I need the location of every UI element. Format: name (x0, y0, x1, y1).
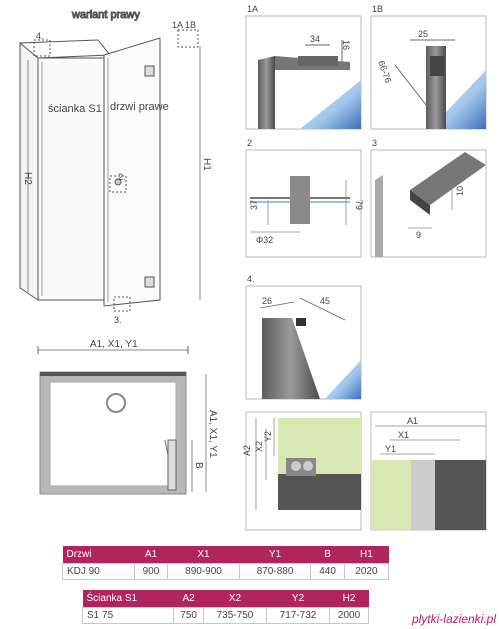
install-right-a1: A1 (407, 416, 418, 426)
panel-s1 (37, 57, 105, 301)
doors-col-header: A1 (134, 546, 168, 564)
detail-2-label: 2 (247, 138, 252, 148)
panel-col-header: Ścianka S1 (82, 590, 174, 608)
table-row: KDJ 90 900 890-900 870-880 440 2020 (62, 563, 390, 580)
detail-box-3 (113, 296, 131, 312)
doors-cell: 870-880 (238, 563, 312, 580)
variant-title: wariant prawy (71, 9, 140, 21)
profile-1a (258, 56, 275, 129)
detail-4-label: 4. (247, 274, 255, 284)
detail-1b-width: 25 (418, 29, 428, 39)
h1-label: H1 (201, 158, 212, 171)
top-view (37, 346, 207, 495)
detail-1b-label: 1B (372, 4, 383, 14)
detail-3 (370, 149, 487, 258)
doors-cell: 2020 (343, 563, 390, 580)
panel-label: ścianka S1 (48, 103, 102, 115)
profile-4 (262, 318, 320, 399)
hinge-top (144, 65, 155, 77)
h2-label: H2 (22, 172, 33, 185)
mark-4: 4. (36, 31, 44, 41)
doors-col-header: Drzwi (62, 546, 135, 564)
panel-cell: S1 75 (81, 607, 175, 624)
door-top-view (167, 439, 177, 491)
detail-4 (245, 285, 362, 400)
detail-2-dim-phi: Φ32 (256, 235, 273, 245)
panel-col-header: H2 (329, 590, 369, 608)
install-left-y2: Y2 (263, 431, 273, 442)
detail-4-dim-26: 26 (262, 296, 272, 306)
b-dim-label: B (193, 462, 204, 469)
mark-2: 2. (118, 172, 126, 182)
doors-col-header: B (310, 546, 345, 564)
detail-1b (370, 15, 487, 130)
watermark: plytki-lazienki.pl (411, 612, 496, 626)
door-label: drzwi prawe (110, 101, 169, 113)
panel-table: Ścianka S1 A2 X2 Y2 H2 S1 75 750 735-750… (81, 590, 369, 624)
panel-cell: 2000 (329, 607, 369, 624)
doors-col-header: X1 (167, 546, 240, 564)
doors-cell: 890-900 (167, 563, 240, 580)
main-view: wariant prawy (19, 9, 201, 312)
seal-profile (410, 152, 486, 205)
drain (106, 393, 126, 413)
side-dim-label: A1, X1, Y1 (207, 410, 218, 458)
doors-table: Drzwi A1 X1 Y1 B H1 KDJ 90 900 890-900 8… (62, 546, 390, 580)
panel-cell: 735-750 (202, 607, 267, 624)
doors-cell: 900 (133, 563, 169, 580)
install-right (370, 411, 487, 531)
detail-1a-label: 1A (247, 4, 258, 14)
handle (114, 178, 122, 186)
detail-1a-width: 34 (310, 34, 320, 44)
handle-knob (290, 176, 310, 224)
top-dim-label: A1, X1, Y1 (90, 339, 138, 350)
detail-1a-height: 16 (341, 40, 351, 50)
doors-cell: KDJ 90 (62, 563, 135, 580)
panel-cell: 750 (173, 607, 204, 624)
panel-cell: 717-732 (265, 607, 331, 624)
detail-2-dim-79: 79 (354, 200, 364, 210)
panel-table-header: Ścianka S1 A2 X2 Y2 H2 (82, 590, 369, 608)
mark-1a-1b: 1A 1B (172, 20, 196, 30)
doors-col-header: Y1 (239, 546, 311, 564)
detail-2 (245, 149, 362, 258)
door-leaf (103, 37, 161, 307)
panel-col-header: A2 (173, 590, 204, 608)
install-left-a2: A2 (242, 445, 252, 456)
detail-box-4 (33, 39, 51, 57)
doors-cell: 440 (310, 563, 345, 580)
detail-3-label: 3 (372, 138, 377, 148)
table-row: S1 75 750 735-750 717-732 2000 (81, 607, 369, 624)
doors-col-header: H1 (344, 546, 389, 564)
install-left-x2: X2 (254, 441, 264, 452)
doors-table-header: Drzwi A1 X1 Y1 B H1 (62, 546, 389, 564)
detail-3-dim-10: 10 (455, 186, 465, 196)
detail-3-dim-9: 9 (416, 230, 421, 240)
panel-col-header: Y2 (266, 590, 330, 608)
install-right-x1: X1 (398, 430, 409, 440)
mark-3: 3. (114, 315, 122, 325)
install-left (245, 411, 362, 531)
panel-top-profile (40, 372, 186, 376)
panel-col-header: X2 (203, 590, 267, 608)
detail-box-2 (109, 175, 127, 193)
detail-4-dim-45: 45 (320, 296, 330, 306)
detail-1a (245, 15, 362, 130)
install-right-y1: Y1 (385, 444, 396, 454)
detail-box-1a1b (177, 29, 199, 48)
detail-2-dim-37: 37 (249, 200, 259, 210)
hinge-bottom (144, 276, 155, 288)
